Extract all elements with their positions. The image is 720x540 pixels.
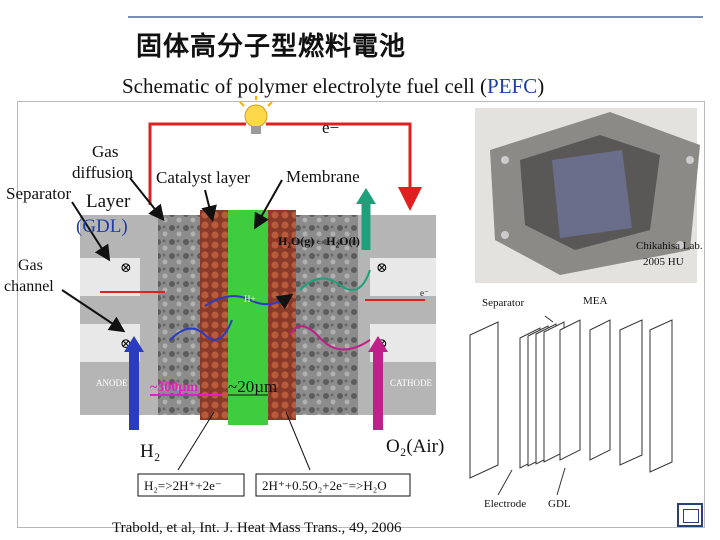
electron-small-label: e⁻ [420,288,429,298]
mea-label: MEA [583,295,608,307]
anode-separator [80,215,158,415]
membrane-pointer [254,179,283,230]
anode-reaction: H₂=>2H⁺+2e⁻ [144,478,222,493]
flow-into-page-icon: ⊗ [376,261,388,276]
h2-arrow-head [124,336,144,352]
cathode-separator [358,215,436,415]
anode-reaction-box [137,473,245,497]
diagram-frame [17,101,705,528]
gas-channel-label-1: Gas [18,257,43,274]
lab-credit-1: Chikahisa Lab. [636,240,703,252]
o2-diffusion-path [289,325,371,351]
separator-label: Separator [6,184,71,203]
lab-credit-2: 2005 HU [643,256,684,268]
membrane [228,210,268,425]
layer-label: Layer [86,191,131,212]
page-title: 固体高分子型燃料電池 [136,32,407,62]
h2-diffusion-path [169,319,233,341]
gas-diffusion-label-2: diffusion [72,163,134,182]
separator-right-label: Separator [482,297,524,309]
subtitle-close: ) [537,74,545,98]
cathode-gdl [296,215,358,415]
gdl-leader [556,467,566,496]
catalyst-pointer [201,189,217,222]
cathode-reaction: 2H⁺+0.5O₂+2e⁻=>H₂O [262,478,387,493]
cathode-catalyst-leader [285,411,311,471]
anode-gas-channel-top [80,258,140,296]
cathode-label: CATHODE [390,378,433,388]
slide-nav-button[interactable] [677,503,703,527]
electron-wire-right [266,122,422,211]
flow-into-page-icon: ⊗ [120,261,132,276]
lightbulb-icon [239,96,273,134]
page-subtitle: Schematic of polymer electrolyte fuel ce… [122,74,544,99]
gdl-pointer [129,177,165,222]
o2-arrow-head [368,336,388,352]
electrode-label: Electrode [484,498,526,510]
mea-exploded-sketch [469,319,673,479]
separator-pointer [71,201,111,262]
anode-catalyst [200,210,228,420]
catalyst-layer-label: Catalyst layer [156,168,250,187]
subtitle-text: Schematic of polymer electrolyte fuel ce… [122,74,488,98]
fuel-cell-photo [475,108,700,283]
gdl-label: (GDL) [76,216,128,237]
proton-path [204,293,294,310]
gas-diffusion-label-1: Gas [92,142,118,161]
cathode-reaction-box [255,473,411,497]
anode-label: ANODE [96,378,128,388]
water-arrow-head [356,188,376,204]
proton-label: H+ [244,294,256,304]
membrane-label: Membrane [286,167,360,186]
anode-catalyst-leader [177,411,215,471]
electron-wire-left [148,122,246,205]
mea-leader [544,315,554,323]
water-diffusion-path [299,269,371,291]
header-rule [128,16,703,18]
gas-channel-pointer [61,289,126,333]
gdl-right-label: GDL [548,498,571,510]
gas-channel-label-2: channel [4,278,54,295]
h2-label: H₂ [140,441,160,462]
flow-into-page-icon: ⊗ [120,337,132,352]
water-phase-label: H₂O(g)⇔H₂O(l) [278,234,360,248]
gdl-thickness-label: ~300µm [150,380,198,395]
o2-label: O₂(Air) [386,436,444,457]
electrode-leader [497,469,513,496]
citation: Trabold, et al, Int. J. Heat Mass Trans.… [112,520,402,536]
electron-label: e− [322,118,339,137]
cathode-gas-channel-top [370,258,436,296]
cathode-catalyst [268,210,296,420]
subtitle-accent: PEFC [487,74,538,98]
membrane-thickness-label: ~20µm [228,377,277,396]
